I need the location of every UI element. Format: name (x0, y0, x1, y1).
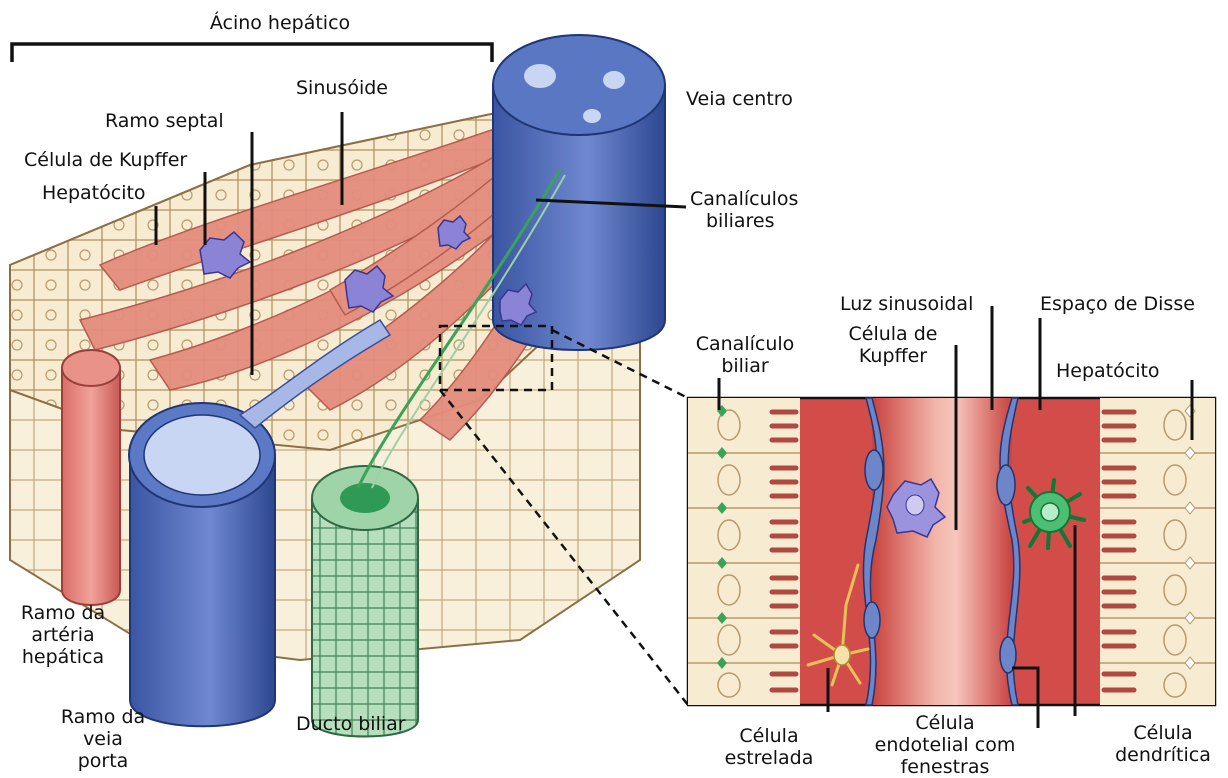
label-acinus: Ácino hepático (190, 12, 370, 34)
label-sinusoidal-lumen: Luz sinusoidal (840, 293, 973, 315)
label-bile-duct: Ducto biliar (296, 713, 406, 735)
label-kupffer-cell: Célula de Kupffer (24, 149, 187, 171)
label-endothelial-line1: Célula (870, 712, 1020, 734)
label-hepatocyte: Hepatócito (42, 182, 146, 204)
label-dendritic-line1: Célula (1108, 722, 1218, 744)
acinus-bracket (12, 44, 492, 62)
label-endothelial-line2: endotelial com (870, 734, 1020, 756)
label-stellate-line1: Célula (714, 725, 824, 747)
label-endothelial-cell: Célula endotelial com fenestras (870, 712, 1020, 778)
label-artery-line3: hepática (8, 646, 118, 668)
label-kupffer-detail-line1: Célula de (838, 323, 948, 345)
label-disse-space: Espaço de Disse (1040, 293, 1195, 315)
label-bile-canaliculi-line1: Canalículos (690, 188, 798, 210)
label-artery-line1: Ramo da (8, 602, 118, 624)
label-bile-canaliculi-line2: biliares (690, 210, 798, 232)
label-hepatocyte-detail: Hepatócito (1056, 360, 1160, 382)
label-sinusoid: Sinusóide (296, 77, 388, 99)
label-stellate-cell: Célula estrelada (714, 725, 824, 769)
label-bile-canaliculi: Canalículos biliares (690, 188, 798, 232)
hepatic-artery-branch (62, 350, 120, 605)
label-bile-canaliculus-line2: biliar (690, 355, 800, 377)
label-bile-canaliculus-line1: Canalículo (690, 333, 800, 355)
label-septal-branch: Ramo septal (105, 110, 224, 132)
label-artery-line2: artéria (8, 624, 118, 646)
label-central-vein: Veia centro (686, 88, 793, 110)
label-kupffer-detail-line2: Kupffer (838, 345, 948, 367)
label-endothelial-line3: fenestras (870, 756, 1020, 778)
label-stellate-line2: estrelada (714, 747, 824, 769)
label-bile-canaliculus: Canalículo biliar (690, 333, 800, 377)
label-portal-line3: porta (48, 750, 158, 772)
label-portal-line1: Ramo da (48, 706, 158, 728)
label-portal-line2: veia (48, 728, 158, 750)
label-hepatic-artery: Ramo da artéria hepática (8, 602, 118, 668)
label-dendritic-line2: dendrítica (1108, 744, 1218, 766)
label-portal-vein: Ramo da veia porta (48, 706, 158, 772)
label-dendritic-cell: Célula dendrítica (1108, 722, 1218, 766)
label-kupffer-cell-detail: Célula de Kupffer (838, 323, 948, 367)
